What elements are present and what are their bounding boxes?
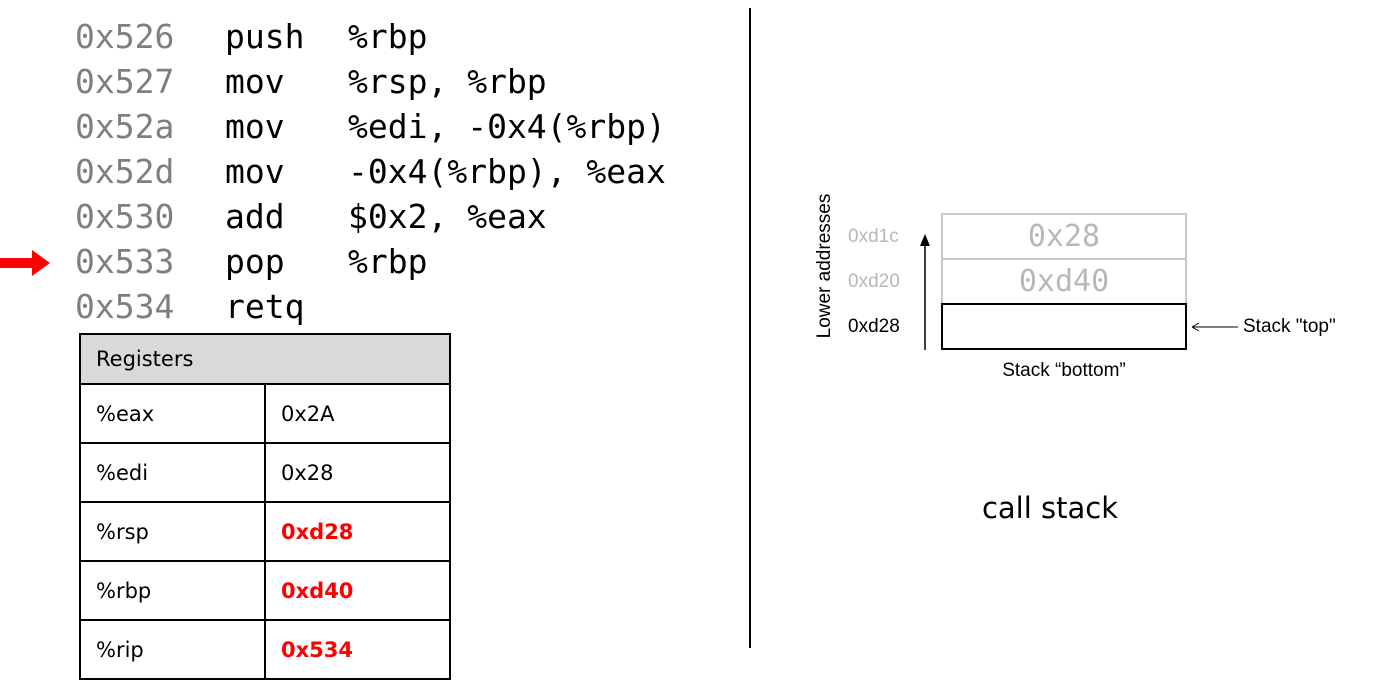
stack-axis-label: Lower addresses <box>814 193 835 339</box>
up-arrow-icon <box>920 234 930 350</box>
register-value: 0xd28 <box>264 501 451 562</box>
instr-args: -0x4(%rbp), %eax <box>348 152 666 191</box>
instr-args: %edi, -0x4(%rbp) <box>348 107 666 146</box>
register-value: 0x534 <box>264 619 451 680</box>
instr-address: 0x534 <box>75 287 175 326</box>
register-name: %rsp <box>79 501 266 562</box>
register-name: %edi <box>79 442 266 503</box>
registers-header: Registers <box>79 333 451 385</box>
instr-address: 0x526 <box>75 17 175 56</box>
register-name: %rbp <box>79 560 266 621</box>
stack-slot-top <box>941 303 1187 350</box>
register-name: %eax <box>79 383 266 444</box>
register-value: 0x28 <box>264 442 451 503</box>
current-instruction-arrow-icon <box>0 250 50 276</box>
divider <box>749 8 751 648</box>
stack-address: 0xd20 <box>848 271 900 292</box>
instr-address: 0x533 <box>75 242 175 281</box>
instr-address: 0x52d <box>75 152 175 191</box>
stack-top-label: Stack "top" <box>1243 316 1336 337</box>
instr-op: mov <box>225 107 285 146</box>
instr-args: %rsp, %rbp <box>348 62 547 101</box>
instr-op: push <box>225 17 305 56</box>
stack-address: 0xd28 <box>848 316 900 337</box>
register-value: 0xd40 <box>264 560 451 621</box>
register-value: 0x2A <box>264 383 451 444</box>
stack-bottom-label: Stack “bottom” <box>1002 360 1126 381</box>
stack-slot: 0x28 <box>941 213 1187 260</box>
instr-args: %rbp <box>348 17 428 56</box>
instr-address: 0x530 <box>75 197 175 236</box>
instr-address: 0x52a <box>75 107 175 146</box>
instr-op: pop <box>225 242 285 281</box>
instr-args: $0x2, %eax <box>348 197 547 236</box>
instr-address: 0x527 <box>75 62 175 101</box>
assembly-listing: 0x526 push %rbp 0x527 mov %rsp, %rbp 0x52a mo… <box>0 14 740 334</box>
call-stack-caption: call stack <box>981 491 1119 525</box>
instr-args: %rbp <box>348 242 428 281</box>
instr-op: retq <box>225 287 305 326</box>
stack-address: 0xd1c <box>848 226 899 247</box>
instr-op: mov <box>225 152 285 191</box>
instr-op: mov <box>225 62 285 101</box>
instr-op: add <box>225 197 285 236</box>
stack-slot: 0xd40 <box>941 258 1187 305</box>
register-name: %rip <box>79 619 266 680</box>
left-arrow-icon <box>1191 322 1238 332</box>
